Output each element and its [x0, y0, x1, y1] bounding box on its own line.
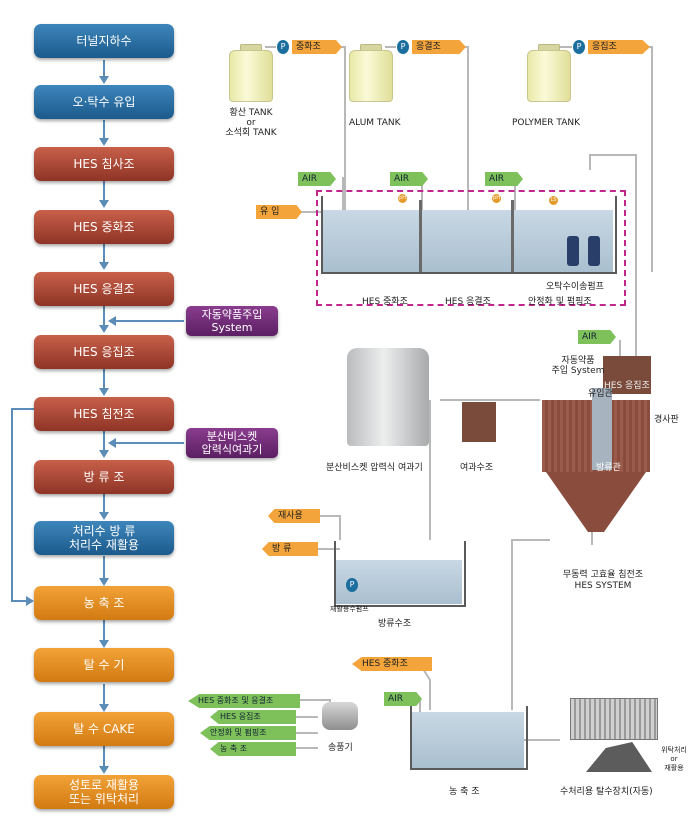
settler-title: 무동력 고효율 침전조 HES SYSTEM — [562, 570, 644, 591]
flow-step-flocculation: HES 응집조 — [34, 335, 174, 369]
auto-dosing-system-box: 자동약품주입 System — [186, 306, 278, 336]
reuse-pump-label: 재활용수펌프 — [330, 605, 369, 613]
settler-inlet-pipe — [592, 388, 612, 470]
treatment-enclosure — [316, 190, 626, 306]
thickener-basin — [410, 706, 528, 770]
acid-tank — [229, 50, 273, 102]
discharge-basin — [334, 541, 466, 607]
blower-tag-4: 농 축 조 — [210, 742, 296, 756]
filtrate-label: 여과수조 — [460, 463, 494, 473]
reuse-pump-icon: P — [346, 578, 358, 592]
air-tag-thickener: AIR — [384, 692, 422, 706]
dosing-label: 자동약품 주입 System — [551, 356, 605, 376]
stable-basin-label: 안정화 및 펌핑조 — [528, 297, 592, 307]
blower-unit — [322, 702, 358, 730]
outlet-label: 방류관 — [596, 463, 621, 473]
polymer-tank-label: POLYMER TANK — [512, 118, 580, 128]
flow-step-coagulation: HES 응결조 — [34, 272, 174, 306]
dewater-note: 위탁처리 or 재활용 — [661, 746, 687, 772]
alum-tank — [349, 50, 393, 102]
air-tag-settler: AIR — [578, 330, 616, 344]
reuse-tag: 재사용 — [268, 509, 320, 523]
filtrate-tank — [462, 402, 496, 442]
flow-step-thickener: 농 축 조 — [34, 586, 174, 620]
floc-tag: 응집조 — [588, 40, 650, 54]
discharge-tag: 방 류 — [262, 542, 318, 556]
filter-label: 분산비스켓 압력식 여과기 — [326, 463, 423, 473]
dewater-title: 수처리용 탈수장치(자동) — [560, 787, 653, 797]
polymer-tank — [527, 50, 571, 102]
blower-tag-2: HES 응집조 — [210, 710, 296, 724]
transfer-pump-label: 오탁수이송펌프 — [546, 282, 604, 292]
alum-tank-label: ALUM TANK — [349, 118, 401, 128]
transfer-pump-1 — [567, 236, 579, 266]
flow-step-treated-water: 처리수 방 류 처리수 재활용 — [34, 521, 174, 555]
flow-step-grit-chamber: HES 침사조 — [34, 147, 174, 181]
pressure-filter — [347, 348, 429, 446]
neutral-tag: 중화조 — [292, 40, 342, 54]
neutral-basin-label: HES 중화조 — [362, 297, 408, 307]
air-tag-3: AIR — [485, 172, 523, 186]
blower-tag-1: HES 중화조 및 응결조 — [188, 694, 300, 708]
acid-pump-icon: P — [277, 40, 289, 54]
treatment-basin — [321, 196, 617, 274]
incline-label: 경사판 — [654, 415, 679, 425]
flow-step-discharge-tank: 방 류 조 — [34, 460, 174, 494]
inflow-tag: 유 입 — [256, 205, 302, 219]
transfer-pump-2 — [588, 236, 600, 266]
thickener-return-tag: HES 중화조 — [352, 657, 432, 671]
coag-basin-label: HES 응결조 — [445, 297, 491, 307]
level-sensor: LS — [549, 196, 558, 205]
flow-step-cake: 탈 수 CAKE — [34, 712, 174, 746]
thickener-water — [412, 712, 524, 768]
basin-wall-2 — [511, 200, 514, 272]
flow-step-dewatering: 탈 수 기 — [34, 648, 174, 682]
basin-wall-1 — [419, 200, 422, 272]
ph-sensor-2: pH — [492, 194, 501, 203]
polymer-pump-icon: P — [573, 40, 585, 54]
alum-pump-icon: P — [397, 40, 409, 54]
pressure-filter-box: 분산비스켓 압력식여과기 — [186, 428, 278, 458]
treatment-water — [323, 210, 613, 272]
flow-step-neutralization: HES 중화조 — [34, 210, 174, 244]
blower-tag-3: 안정화 및 펌핑조 — [200, 726, 296, 740]
flow-step-reuse: 성토로 재활용 또는 위탁처리 — [34, 775, 174, 809]
floc-chamber-label: HES 응집조 — [604, 381, 650, 391]
blower-title: 송풍기 — [328, 743, 353, 753]
floc-chamber — [603, 356, 651, 394]
coag-tag: 응결조 — [412, 40, 466, 54]
air-tag-2: AIR — [390, 172, 428, 186]
flow-step-wastewater-inflow: 오·탁수 유입 — [34, 85, 174, 119]
filter-press — [570, 698, 658, 740]
ph-sensor-1: pH — [398, 194, 407, 203]
inlet-label: 유입관 — [588, 389, 613, 399]
air-tag-1: AIR — [298, 172, 336, 186]
flow-step-tunnel-groundwater: 터널지하수 — [34, 24, 174, 58]
discharge-tank-title: 방류수조 — [378, 619, 412, 629]
thickener-title: 농 축 조 — [449, 787, 480, 797]
acid-tank-label: 황산 TANK or 소석회 TANK — [225, 108, 277, 138]
flow-step-sedimentation: HES 침전조 — [34, 397, 174, 431]
